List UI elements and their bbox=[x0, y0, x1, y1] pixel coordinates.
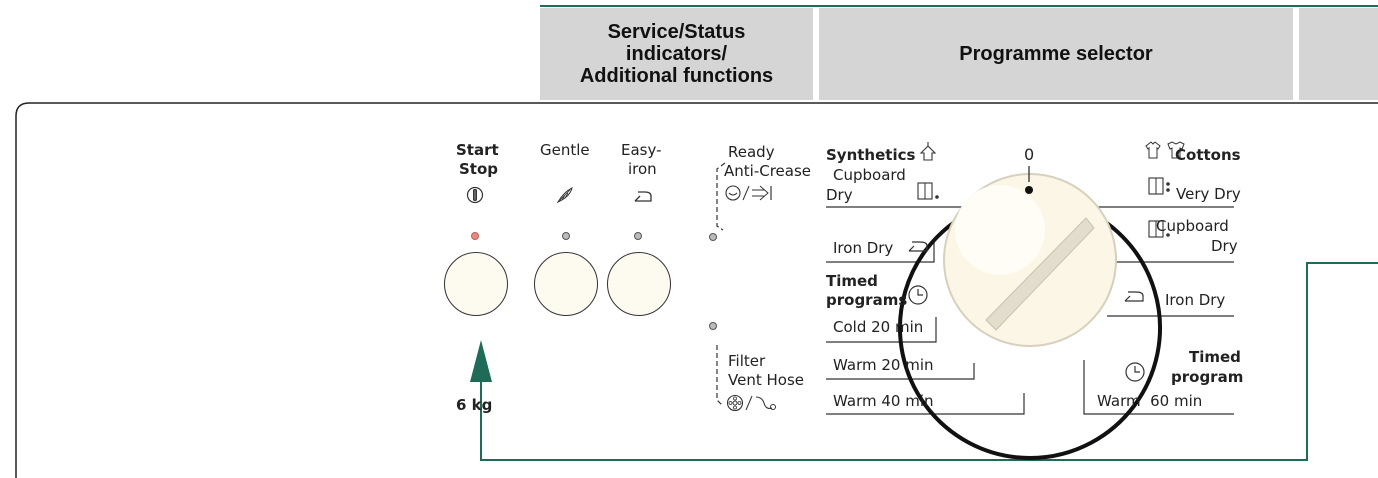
left-timed-line2: programs bbox=[826, 291, 908, 309]
header-spacer bbox=[1299, 8, 1378, 100]
right-timed-line2: program bbox=[1171, 368, 1244, 386]
gentle-led bbox=[562, 232, 570, 240]
filter-led bbox=[709, 322, 717, 330]
left-clock-icon bbox=[908, 285, 928, 305]
left-line-irondry bbox=[826, 238, 935, 263]
right-cupboard-line2: Dry bbox=[1211, 237, 1238, 255]
anti-crease-label: Anti-Crease bbox=[724, 162, 812, 180]
right-line-warm60 bbox=[1083, 360, 1234, 415]
programme-selector-header: Programme selector bbox=[819, 8, 1293, 100]
left-line-warm20 bbox=[826, 363, 975, 380]
left-cupboard-line2: Dry bbox=[826, 186, 853, 204]
filter-label: Filter bbox=[728, 352, 766, 370]
easy-iron-button[interactable] bbox=[607, 252, 671, 316]
left-iron-dry-label: Iron Dry bbox=[833, 239, 894, 257]
gentle-label: Gentle bbox=[540, 141, 590, 159]
right-cupboard-line1: Cupboard bbox=[1156, 217, 1229, 235]
start-stop-button[interactable] bbox=[444, 252, 508, 316]
warm-20-label: Warm 20 min bbox=[833, 356, 934, 374]
ready-bracket bbox=[716, 162, 726, 231]
right-iron-dry-label: Iron Dry bbox=[1165, 291, 1226, 309]
very-dry-icon bbox=[1148, 177, 1170, 195]
dial-ring bbox=[898, 204, 1162, 460]
start-label-line1: Start bbox=[456, 141, 499, 159]
cold-20-label: Cold 20 min bbox=[833, 318, 924, 336]
feather-icon bbox=[556, 187, 573, 204]
right-timed-line1: Timed bbox=[1189, 348, 1241, 366]
vent-hose-label: Vent Hose bbox=[728, 371, 804, 389]
synthetics-icon bbox=[919, 142, 937, 161]
dial-zero-label: 0 bbox=[1024, 145, 1035, 164]
very-dry-label: Very Dry bbox=[1176, 185, 1241, 203]
right-cupboard-icon bbox=[1148, 220, 1170, 238]
service-header-line3: Additional functions bbox=[579, 65, 774, 87]
start-led bbox=[471, 232, 479, 240]
service-header-line1: Service/Status bbox=[607, 21, 746, 43]
cottons-label: Cottons bbox=[1175, 146, 1241, 164]
warm-40-label: Warm 40 min bbox=[833, 392, 934, 410]
programme-selector-title: Programme selector bbox=[959, 43, 1153, 65]
anti-crease-icon bbox=[725, 185, 772, 201]
ready-label: Ready bbox=[728, 143, 775, 161]
dial-zero-dot bbox=[1025, 186, 1033, 194]
left-line-warm40 bbox=[826, 393, 1025, 415]
cottons-icon bbox=[1145, 141, 1185, 159]
start-label-line2: Stop bbox=[459, 160, 499, 178]
power-icon bbox=[466, 186, 484, 204]
easy-iron-label-line1: Easy- bbox=[621, 141, 662, 159]
programme-dial[interactable] bbox=[898, 166, 1162, 460]
filter-vent-hose-icon bbox=[726, 394, 776, 412]
filter-bracket bbox=[716, 345, 724, 407]
dial-highlight bbox=[955, 185, 1045, 275]
dial-pointer-groove bbox=[985, 217, 1095, 331]
synthetics-label: Synthetics bbox=[826, 146, 916, 164]
iron-icon bbox=[634, 191, 652, 202]
gentle-button[interactable] bbox=[534, 252, 598, 316]
ready-led bbox=[709, 233, 717, 241]
cupboard-dry-icon bbox=[917, 182, 939, 200]
right-clock-icon bbox=[1125, 362, 1145, 382]
easy-iron-led bbox=[634, 232, 642, 240]
capacity-label: 6 kg bbox=[456, 396, 493, 414]
left-cupboard-line1: Cupboard bbox=[833, 166, 906, 184]
left-timed-line1: Timed bbox=[826, 272, 878, 290]
left-iron-dry-icon bbox=[908, 241, 928, 252]
service-status-header: Service/Status indicators/ Additional fu… bbox=[540, 8, 813, 100]
right-iron-dry-icon bbox=[1124, 291, 1144, 302]
left-line-cold20 bbox=[826, 317, 937, 343]
warm-60-label: Warm 60 min bbox=[1097, 392, 1203, 410]
service-header-line2: indicators/ bbox=[625, 43, 728, 65]
pointer-arrowhead bbox=[470, 340, 492, 382]
easy-iron-label-line2: iron bbox=[628, 160, 657, 178]
panel-outline bbox=[15, 102, 1378, 478]
pointer-line bbox=[480, 262, 1378, 461]
